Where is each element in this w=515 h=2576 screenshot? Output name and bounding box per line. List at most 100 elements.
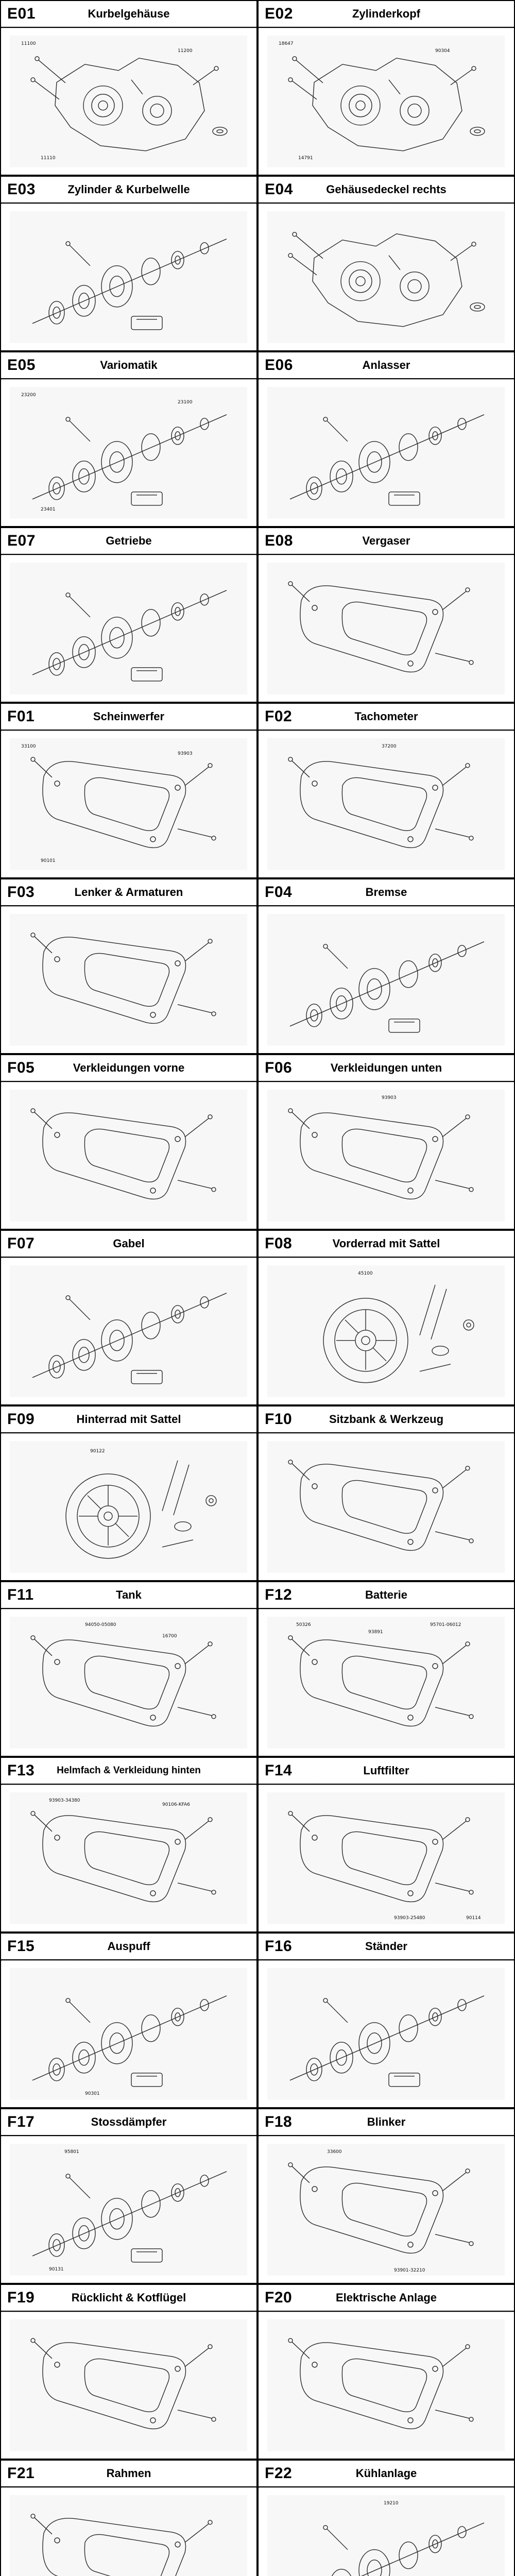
section-title: Ständer bbox=[365, 1940, 407, 1953]
section-title: Helmfach & Verkleidung hinten bbox=[57, 1765, 201, 1776]
section-diagram-area: 1921019120 bbox=[259, 2487, 514, 2576]
section-code: F04 bbox=[265, 884, 293, 901]
section-cell-e07[interactable]: E07 Getriebe bbox=[0, 527, 258, 703]
section-title: Zylinder & Kurbelwelle bbox=[67, 183, 190, 196]
section-diagram-area: 45100 bbox=[259, 1258, 514, 1404]
exploded-diagram bbox=[288, 581, 474, 672]
exploded-diagram: 90122 bbox=[65, 1449, 217, 1559]
exploded-diagram bbox=[288, 2337, 474, 2429]
part-callout: 11200 bbox=[178, 48, 193, 54]
part-callout: 93903-25480 bbox=[394, 1916, 425, 1921]
section-title: Tachometer bbox=[354, 710, 418, 723]
exploded-diagram bbox=[289, 1995, 485, 2087]
section-code: E05 bbox=[7, 357, 36, 374]
section-title: Rücklicht & Kotflügel bbox=[71, 2291, 186, 2304]
part-callout: 93901-32210 bbox=[394, 2268, 425, 2273]
part-callout: 11100 bbox=[21, 41, 36, 46]
section-diagram-area bbox=[1, 906, 256, 1053]
section-code: F03 bbox=[7, 884, 35, 901]
section-title: Lenker & Armaturen bbox=[74, 886, 183, 899]
section-diagram-area: 90301 bbox=[1, 1960, 256, 2107]
section-code: F10 bbox=[265, 1411, 293, 1428]
section-header: E05 Variomatik bbox=[1, 352, 256, 379]
section-diagram-area bbox=[259, 555, 514, 702]
section-code: F07 bbox=[7, 1235, 35, 1252]
part-callout: 93891 bbox=[368, 1630, 383, 1635]
section-title: Auspuff bbox=[107, 1940, 150, 1953]
exploded-diagram bbox=[32, 589, 227, 682]
section-code: E07 bbox=[7, 532, 36, 549]
part-callout: 37200 bbox=[382, 744, 397, 749]
part-callout: 95801 bbox=[64, 2149, 79, 2155]
part-callout: 94050-05080 bbox=[85, 1622, 116, 1628]
section-code: E08 bbox=[265, 532, 293, 549]
section-code: E03 bbox=[7, 181, 36, 198]
section-code: F13 bbox=[7, 1762, 35, 1779]
section-title: Verkleidungen vorne bbox=[73, 1061, 185, 1075]
part-callout: 90301 bbox=[85, 2091, 100, 2096]
section-title: Kühlanlage bbox=[355, 2467, 417, 2480]
section-cell-f03[interactable]: F03 Lenker & Armaturen bbox=[0, 878, 258, 1054]
section-code: F06 bbox=[265, 1059, 293, 1076]
section-diagram-area bbox=[1, 2312, 256, 2459]
exploded-diagram bbox=[288, 231, 485, 327]
section-cell-f22[interactable]: F22Kühlanlage1921019120 bbox=[258, 2460, 515, 2576]
section-diagram-area: 90122 bbox=[1, 1433, 256, 1580]
section-code: F20 bbox=[265, 2289, 293, 2306]
part-callout: 33100 bbox=[21, 744, 36, 749]
section-header: F13 Helmfach & Verkleidung hinten bbox=[1, 1758, 256, 1785]
part-callout: 14791 bbox=[298, 156, 313, 161]
exploded-diagram bbox=[30, 2337, 216, 2429]
section-cell-e03[interactable]: E03 Zylinder & Kurbelwelle bbox=[0, 176, 258, 351]
exploded-diagram: 503645035350304 bbox=[30, 2513, 216, 2576]
section-code: E04 bbox=[265, 181, 293, 198]
section-title: Zylinderkopf bbox=[352, 7, 420, 21]
section-title: Getriebe bbox=[106, 534, 152, 548]
section-header: E03 Zylinder & Kurbelwelle bbox=[1, 177, 256, 204]
section-title: Variomatik bbox=[100, 359, 158, 372]
